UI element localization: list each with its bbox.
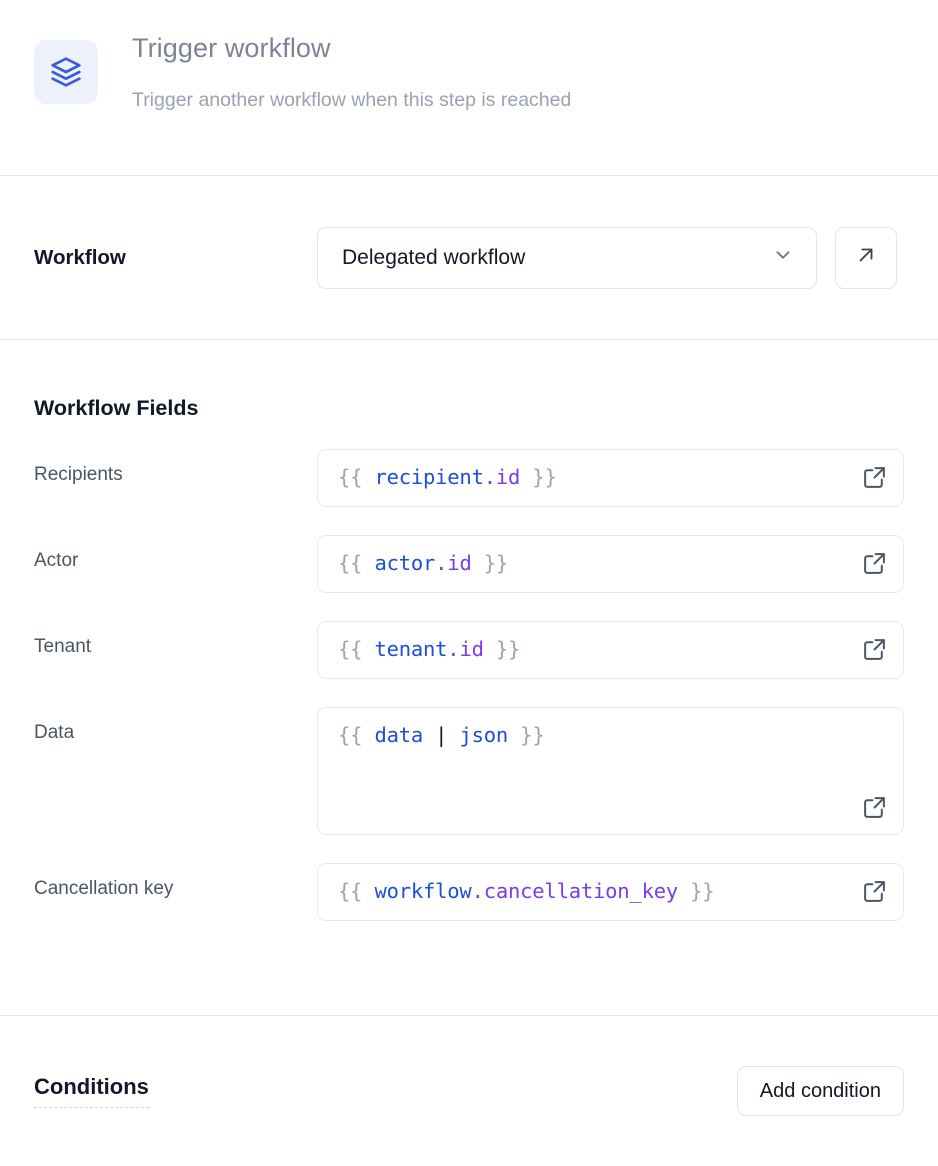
field-label: Cancellation key: [34, 878, 174, 899]
divider-workflow: [0, 339, 938, 340]
divider-header: [0, 175, 938, 176]
open-workflow-button[interactable]: [835, 226, 897, 289]
conditions-section: Conditions Add condition: [0, 1016, 938, 1166]
page-title: Trigger workflow: [132, 33, 331, 63]
step-header: Trigger workflow Trigger another workflo…: [0, 0, 938, 175]
field-row: Actor {{ actor.id }}: [34, 535, 904, 593]
workflow-fields-heading: Workflow Fields: [34, 396, 199, 420]
workflow-select-group: Delegated workflow: [317, 226, 897, 289]
field-row: Recipients {{ recipient.id }}: [34, 449, 904, 507]
field-input[interactable]: {{ workflow.cancellation_key }}: [317, 863, 904, 921]
field-value: {{ tenant.id }}: [338, 637, 521, 661]
field-row: Cancellation key {{ workflow.cancellation…: [34, 863, 904, 921]
field-label: Tenant: [34, 636, 92, 657]
external-link-icon[interactable]: [861, 550, 887, 576]
field-label: Actor: [34, 550, 79, 571]
external-link-icon[interactable]: [861, 794, 887, 820]
field-value: {{ recipient.id }}: [338, 465, 557, 489]
divider-fields: [0, 1015, 938, 1016]
add-condition-button[interactable]: Add condition: [736, 1066, 904, 1116]
workflow-row: Workflow Delegated workflow: [0, 176, 938, 339]
layers-icon: [34, 40, 98, 104]
chevron-down-icon: [772, 244, 794, 271]
workflow-fields-section: Workflow Fields Recipients {{ recipient.i…: [0, 340, 938, 1015]
field-input[interactable]: {{ actor.id }}: [317, 535, 904, 593]
field-row: Data {{ data | json }}: [34, 707, 904, 835]
field-label: Data: [34, 722, 75, 743]
page-subtitle: Trigger another workflow when this step …: [132, 88, 572, 111]
workflow-fields-list: Recipients {{ recipient.id }} Actor {{ acto…: [34, 449, 904, 921]
external-link-icon[interactable]: [861, 878, 887, 904]
conditions-title: Conditions: [34, 1074, 149, 1108]
field-input[interactable]: {{ tenant.id }}: [317, 621, 904, 679]
workflow-select-value: Delegated workflow: [342, 245, 526, 269]
header-text-group: Trigger workflow Trigger another workflo…: [132, 32, 571, 113]
external-link-icon[interactable]: [861, 464, 887, 490]
workflow-label: Workflow: [34, 245, 126, 269]
field-value: {{ data | json }}: [338, 723, 545, 747]
field-input[interactable]: {{ data | json }}: [317, 707, 904, 835]
arrow-up-right-icon: [855, 244, 877, 271]
field-value: {{ workflow.cancellation_key }}: [338, 879, 715, 903]
field-row: Tenant {{ tenant.id }}: [34, 621, 904, 679]
field-value: {{ actor.id }}: [338, 551, 509, 575]
field-input[interactable]: {{ recipient.id }}: [317, 449, 904, 507]
field-label: Recipients: [34, 464, 123, 485]
external-link-icon[interactable]: [861, 636, 887, 662]
workflow-select[interactable]: Delegated workflow: [317, 226, 817, 289]
